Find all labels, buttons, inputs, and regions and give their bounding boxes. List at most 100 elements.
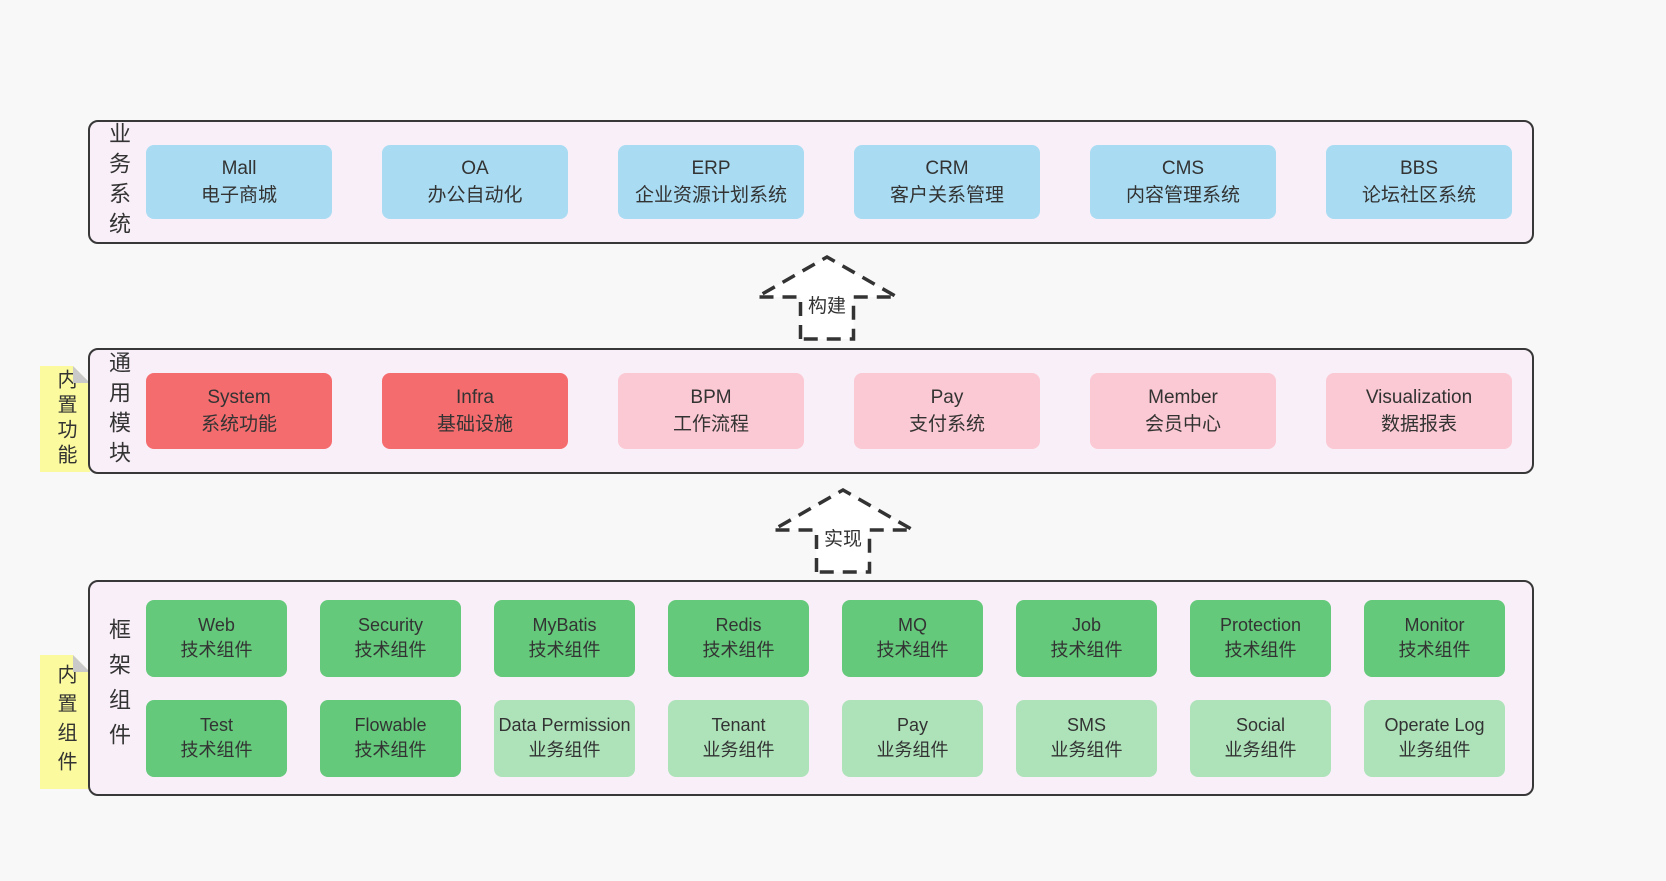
box-name: MQ (898, 615, 927, 635)
box-social: Social 业务组件 (1190, 699, 1331, 777)
box-job: Job 技术组件 (1016, 599, 1157, 677)
box-mall: Mall 电子商城 (146, 145, 332, 219)
box-desc: 技术组件 (1398, 640, 1471, 660)
box-name: Visualization (1365, 387, 1473, 408)
box-desc: 技术组件 (180, 640, 253, 660)
box-sms: SMS 业务组件 (1016, 699, 1157, 777)
layer-business-systems: 业务系统 Mall 电子商城 OA 办公自动化 ERP 企业资源计划系统 CRM… (88, 120, 1534, 244)
box-name: Web (198, 615, 235, 635)
box-name: Protection (1219, 615, 1302, 635)
box-name: Monitor (1404, 615, 1465, 635)
box-desc: 系统功能 (200, 414, 277, 435)
box-desc: 数据报表 (1380, 414, 1457, 435)
sticky-note-builtin-components: 内置组件 (40, 655, 90, 789)
box-desc: 工作流程 (672, 414, 749, 435)
box-visualization: Visualization 数据报表 (1326, 373, 1512, 449)
layer-label: 框架组件 (90, 618, 146, 758)
box-monitor: Monitor 技术组件 (1364, 599, 1505, 677)
box-name: Security (357, 615, 424, 635)
box-security: Security 技术组件 (320, 599, 461, 677)
layer-label: 通用模块 (90, 351, 146, 471)
box-name: BPM (690, 387, 732, 408)
box-test: Test 技术组件 (146, 699, 287, 777)
box-web: Web 技术组件 (146, 599, 287, 677)
box-desc: 企业资源计划系统 (634, 185, 787, 206)
box-name: Member (1148, 387, 1218, 408)
box-oa: OA 办公自动化 (382, 145, 568, 219)
box-desc: 业务组件 (1050, 740, 1123, 760)
box-desc: 内容管理系统 (1125, 185, 1240, 206)
box-operate-log: Operate Log 业务组件 (1364, 699, 1505, 777)
box-redis: Redis 技术组件 (668, 599, 809, 677)
box-desc: 会员中心 (1144, 414, 1221, 435)
box-name: Flowable (354, 715, 427, 735)
box-bbs: BBS 论坛社区系统 (1326, 145, 1512, 219)
box-name: BBS (1399, 158, 1439, 179)
box-flowable: Flowable 技术组件 (320, 699, 461, 777)
box-desc: 技术组件 (528, 640, 601, 660)
box-desc: 技术组件 (1050, 640, 1123, 660)
box-desc: 技术组件 (354, 640, 427, 660)
box-desc: 电子商城 (200, 185, 277, 206)
box-desc: 论坛社区系统 (1361, 185, 1476, 206)
box-name: Social (1235, 715, 1286, 735)
box-pay-component: Pay 业务组件 (842, 699, 983, 777)
box-name: Tenant (711, 715, 766, 735)
box-cms: CMS 内容管理系统 (1090, 145, 1276, 219)
sticky-note-builtin-features: 内置功能 (40, 366, 90, 472)
box-bpm: BPM 工作流程 (618, 373, 804, 449)
folded-corner-icon (73, 366, 90, 383)
box-desc: 支付系统 (908, 414, 985, 435)
box-desc: 业务组件 (876, 740, 949, 760)
layer-framework-components: 框架组件 Web 技术组件 Security 技术组件 MyBatis 技术组件… (88, 580, 1534, 796)
arrow-label: 构建 (807, 296, 846, 317)
box-desc: 技术组件 (354, 740, 427, 760)
box-desc: 客户关系管理 (889, 185, 1004, 206)
box-tenant: Tenant 业务组件 (668, 699, 809, 777)
box-name: Test (199, 715, 233, 735)
layer-label-text: 框架组件 (106, 618, 131, 758)
box-desc: 办公自动化 (427, 185, 523, 206)
box-name: SMS (1066, 715, 1106, 735)
box-mq: MQ 技术组件 (842, 599, 983, 677)
box-system: System 系统功能 (146, 373, 332, 449)
layer-label-text: 业务系统 (106, 122, 131, 242)
box-desc: 基础设施 (436, 414, 513, 435)
sticky-note-text: 内置组件 (54, 664, 76, 780)
box-crm: CRM 客户关系管理 (854, 145, 1040, 219)
up-arrow-icon (750, 254, 904, 341)
box-name: ERP (691, 158, 731, 179)
box-name: Redis (715, 615, 762, 635)
box-name: CMS (1161, 158, 1205, 179)
box-name: Infra (455, 387, 495, 408)
box-name: System (207, 387, 271, 408)
box-name: Job (1071, 615, 1102, 635)
box-mybatis: MyBatis 技术组件 (494, 599, 635, 677)
arrow-implement: 实现 (766, 486, 920, 576)
box-member: Member 会员中心 (1090, 373, 1276, 449)
box-pay-module: Pay 支付系统 (854, 373, 1040, 449)
box-protection: Protection 技术组件 (1190, 599, 1331, 677)
box-desc: 技术组件 (180, 740, 253, 760)
box-desc: 技术组件 (876, 640, 949, 660)
box-name: Pay (896, 715, 929, 735)
up-arrow-icon (766, 487, 920, 574)
arrow-label: 实现 (823, 529, 862, 550)
box-name: MyBatis (532, 615, 597, 635)
box-name: Data Permission (498, 715, 631, 735)
box-desc: 技术组件 (702, 640, 775, 660)
box-infra: Infra 基础设施 (382, 373, 568, 449)
box-erp: ERP 企业资源计划系统 (618, 145, 804, 219)
box-name: CRM (925, 158, 969, 179)
layer-label: 业务系统 (90, 122, 146, 242)
box-data-permission: Data Permission 业务组件 (494, 699, 635, 777)
box-name: Operate Log (1384, 715, 1485, 735)
sticky-note-text: 内置功能 (54, 369, 76, 469)
box-name: Mall (221, 158, 257, 179)
box-name: Pay (930, 387, 964, 408)
layer-label-text: 通用模块 (106, 351, 131, 471)
box-desc: 业务组件 (702, 740, 775, 760)
layer-common-modules: 通用模块 System 系统功能 Infra 基础设施 BPM 工作流程 Pay… (88, 348, 1534, 474)
box-desc: 业务组件 (1398, 740, 1471, 760)
box-desc: 业务组件 (528, 740, 601, 760)
